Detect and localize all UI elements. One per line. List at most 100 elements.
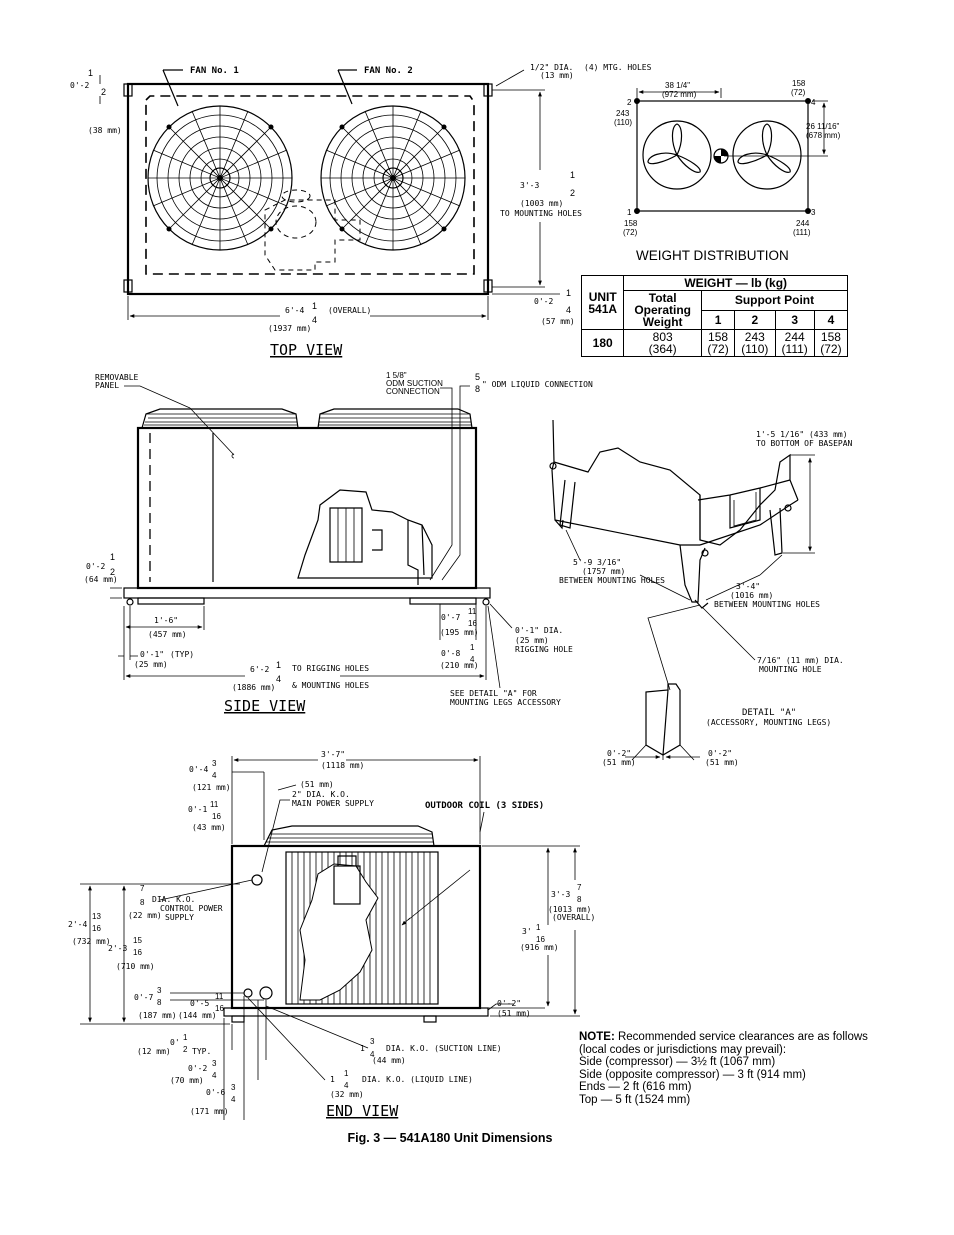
col-4-header: 4 — [813, 309, 849, 330]
dim-frac: 16 — [133, 948, 142, 957]
end-dim-51-mm: (51 mm) — [300, 780, 334, 789]
dim-frac: 8 — [475, 384, 480, 394]
dim-frac: 4 — [566, 305, 571, 315]
end-dim-33-label: (OVERALL) — [552, 913, 595, 922]
weight-header: WEIGHT — lb (kg) — [623, 275, 848, 291]
s4-kg: (72) — [820, 342, 842, 356]
side-dim-07-mm: (195 mm) — [440, 628, 479, 637]
dim-frac: 7 — [140, 884, 145, 893]
outdoor-coil-label: OUTDOOR COIL (3 SIDES) — [425, 801, 544, 811]
dim-frac: 4 — [276, 674, 281, 684]
suction-conn-type: ODM SUCTION — [386, 379, 443, 388]
side-view: REMOVABLE PANEL 1 5/8" ODM SUCTION CONNE… — [84, 371, 593, 715]
s3-cell: 244(111) — [774, 329, 815, 357]
total-header-c: Weight — [642, 315, 683, 329]
note-line-5: Top — 5 ft (1524 mm) — [579, 1093, 691, 1106]
support-point-header: Support Point — [700, 290, 849, 311]
side-dim-left: 0'-2 — [86, 562, 105, 571]
dim-frac: 5 — [475, 372, 480, 382]
wd-horiz-mm: (972 mm) — [662, 90, 697, 99]
top-view-outline — [126, 82, 490, 296]
s2-cell: 243(110) — [734, 329, 776, 357]
suction-line-ko — [259, 986, 273, 1000]
side-dim-07: 0'-7 — [441, 613, 460, 622]
mount-dim-2-label: BETWEEN MOUNTING HOLES — [714, 600, 820, 609]
end-dim-01-mm: (43 mm) — [192, 823, 226, 832]
liquid-line-ko-size: 1 — [330, 1075, 335, 1084]
suction-line-ko-size: 1 — [360, 1044, 365, 1053]
leg-dim-right-mm: (51 mm) — [705, 758, 739, 767]
rig-label-a: TO RIGGING HOLES — [292, 664, 369, 673]
weight-distribution-title: WEIGHT DISTRIBUTION — [636, 248, 789, 263]
end-dim-02r: 0'-2" — [497, 999, 521, 1008]
col-3-header: 3 — [774, 309, 815, 330]
overall-mm: (1937 mm) — [268, 324, 311, 333]
dim-frac: 13 — [92, 912, 101, 921]
side-dim-18-mm: (457 mm) — [148, 630, 187, 639]
fan-1-guard — [147, 105, 293, 251]
wd-vert-dim: 26 11/16" — [806, 122, 840, 131]
suction-conn-label: CONNECTION — [386, 387, 440, 396]
dim-frac: 15 — [133, 936, 142, 945]
rigging-hole-dia: 0'-1" DIA. — [515, 626, 563, 635]
dim-frac: 8 — [140, 898, 145, 907]
total-header-a: Total — [648, 291, 677, 305]
end-dim-12-mm: (12 mm) — [137, 1047, 171, 1056]
note-line-3: Side (opposite compressor) — 3 ft (914 m… — [579, 1068, 806, 1081]
total-kg: (364) — [648, 342, 677, 356]
mtg-holes-mm: (13 mm) — [540, 71, 574, 80]
side-dim-01-typ: (TYP) — [170, 650, 194, 659]
wd-vert-mm: (678 mm) — [806, 131, 841, 140]
figure-caption: Fig. 3 — 541A180 Unit Dimensions — [347, 1131, 553, 1145]
s3-kg: (111) — [781, 342, 808, 356]
side-dim-18: 1'-6" — [154, 616, 178, 625]
end-dim-23: 2'-3 — [108, 944, 127, 953]
end-dim-05-mm: (144 mm) — [178, 1011, 217, 1020]
side-dim-01-mm: (25 mm) — [134, 660, 168, 669]
s2-lb: 243 — [744, 330, 765, 344]
s4-lb: 158 — [820, 330, 841, 344]
dim-frac: 7 — [577, 883, 582, 892]
dim-frac: 4 — [370, 1050, 375, 1059]
detail-a: 1'-5 1/16" (433 mm) TO BOTTOM OF BASEPAN… — [549, 419, 853, 767]
wd-point-1-id: 1 — [627, 208, 632, 217]
overall-width: 6'-4 — [285, 306, 304, 315]
liquid-line-ko-mm: (32 mm) — [330, 1090, 364, 1099]
overall-label: (OVERALL) — [328, 306, 371, 315]
dim-frac: 11 — [468, 607, 477, 616]
note-line-2: Side (compressor) — 3½ ft (1067 mm) — [579, 1056, 776, 1068]
end-dim-04: 0'-4 — [189, 765, 208, 774]
end-dim-07: 0'-7 — [134, 993, 153, 1002]
wd-horiz-dim: 38 1/4" — [665, 81, 690, 90]
top-view-title: TOP VIEW — [270, 341, 343, 359]
mount-dim-2: 3'-4" — [736, 582, 760, 591]
end-dim-02: 0'-2 — [188, 1064, 207, 1073]
mounting-leg-detail: 0'-2" (51 mm) 0'-2" (51 mm) — [602, 683, 739, 767]
dim-frac: 3 — [370, 1037, 375, 1046]
dim-frac: 4 — [312, 315, 317, 325]
main-power-ko-label: MAIN POWER SUPPLY — [292, 799, 374, 808]
side-view-cabinet — [136, 426, 478, 590]
s2-kg: (110) — [741, 342, 769, 356]
suction-conn-size: 1 5/8" — [386, 371, 407, 380]
leg-dim-right: 0'-2" — [708, 749, 732, 758]
end-dim-3: 3' — [522, 927, 532, 936]
wd-point-3-id: 3 — [811, 208, 816, 217]
dim-right-note: TO MOUNTING HOLES — [500, 209, 582, 218]
end-dim-24: 2'-4 — [68, 920, 87, 929]
liquid-line-ko — [243, 988, 253, 998]
dim-frac: 1 — [88, 68, 93, 78]
end-dim-07-mm: (187 mm) — [138, 1011, 177, 1020]
leg-dim-left: 0'-2" — [607, 749, 631, 758]
dim-frac: 1 — [110, 552, 115, 562]
dim-frac: 4 — [231, 1095, 236, 1104]
end-dim-33-mm: (1013 mm) — [548, 905, 591, 914]
removable-panel-label: REMOVABLE — [95, 373, 139, 382]
end-dim-23-mm: (710 mm) — [116, 962, 155, 971]
end-dim-33: 3'-3 — [551, 890, 570, 899]
basepan-label: TO BOTTOM OF BASEPAN — [756, 439, 853, 448]
mount-dim-1-mm: (1757 mm) — [582, 567, 625, 576]
fan-2-label: FAN No. 2 — [364, 66, 413, 76]
leg-dim-left-mm: (51 mm) — [602, 758, 636, 767]
detail-ref-a: SEE DETAIL "A" FOR — [450, 689, 537, 698]
